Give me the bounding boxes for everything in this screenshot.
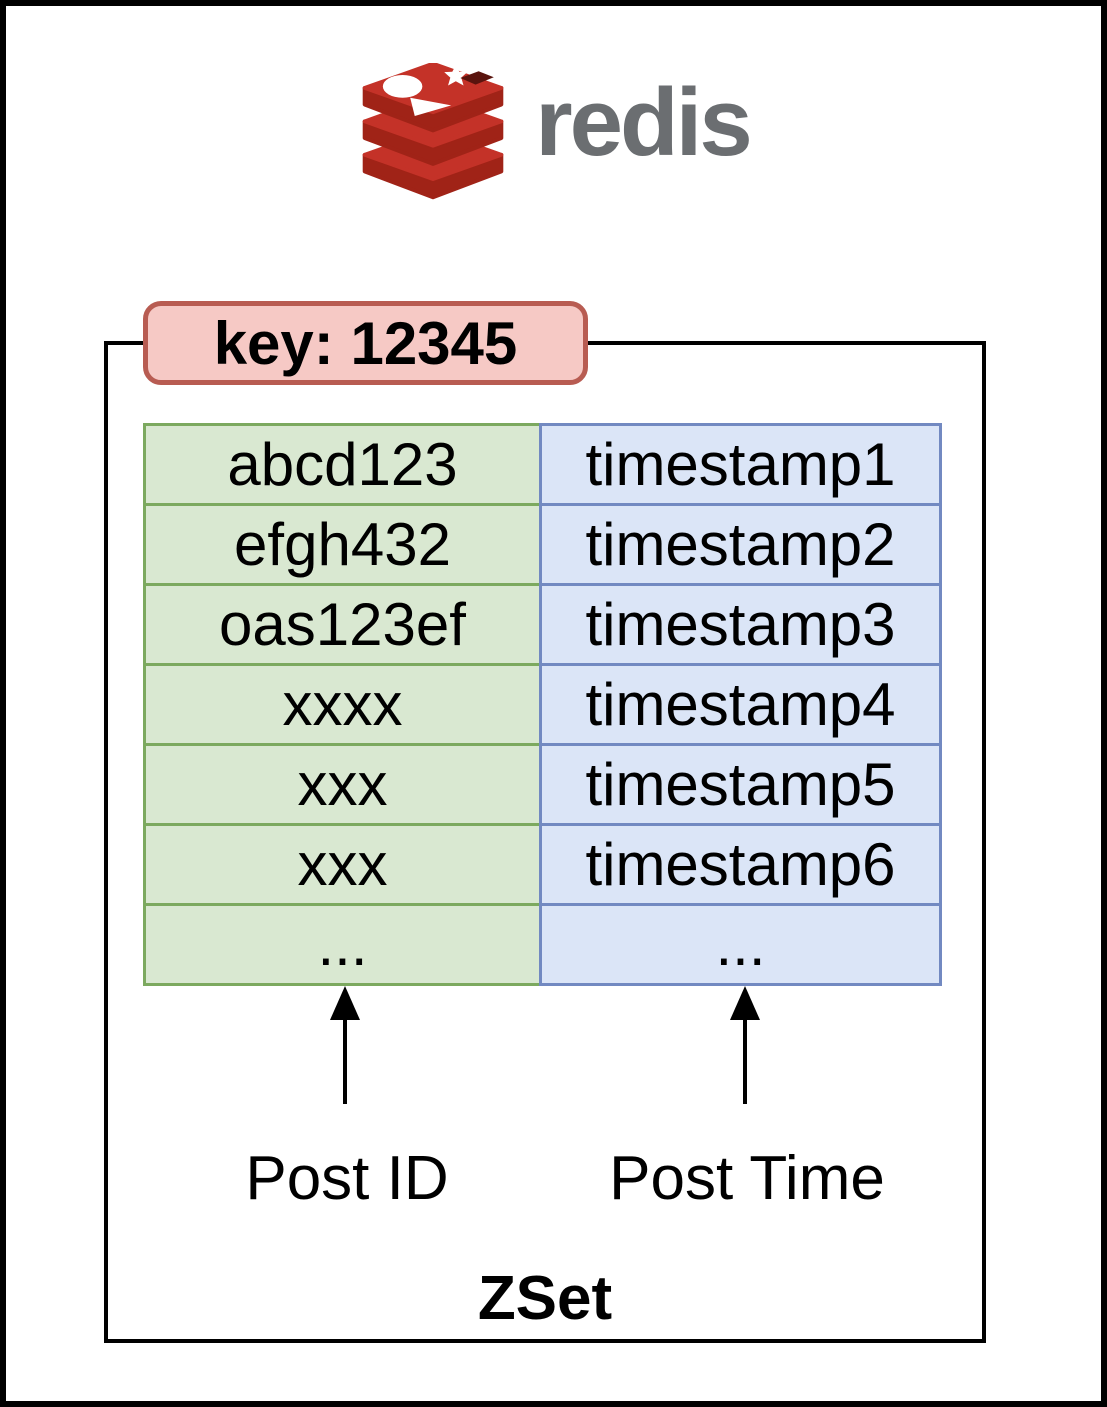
redis-cube-icon [362,63,504,200]
table-row: ... ... [143,903,942,986]
table-row: xxx timestamp6 [143,823,942,906]
member-cell: oas123ef [143,583,542,666]
ellipse-glyph [383,75,423,98]
table-row: xxx timestamp5 [143,743,942,826]
post-id-label: Post ID [245,1144,449,1213]
post-id-arrow-icon [329,986,361,1104]
score-cell: ... [539,903,942,986]
score-cell: timestamp1 [539,423,942,506]
table-row: abcd123 timestamp1 [143,423,942,506]
table-row: xxxx timestamp4 [143,663,942,746]
member-cell: efgh432 [143,503,542,586]
redis-logo: redis [0,52,1107,212]
post-time-arrow-icon [729,986,761,1104]
arrow-shaft [743,1020,747,1104]
key-badge: key: 12345 [143,301,588,385]
member-cell: xxx [143,743,542,826]
arrow-shaft [343,1020,347,1104]
star-glyph [444,65,468,86]
zset-table: abcd123 timestamp1 efgh432 timestamp2 oa… [143,423,942,986]
arrowhead-up-icon [730,986,760,1020]
member-cell: ... [143,903,542,986]
table-row: efgh432 timestamp2 [143,503,942,586]
score-cell: timestamp6 [539,823,942,906]
score-cell: timestamp4 [539,663,942,746]
post-time-label: Post Time [609,1144,885,1213]
cube-hole-glyph [460,71,495,85]
score-cell: timestamp2 [539,503,942,586]
score-cell: timestamp5 [539,743,942,826]
member-cell: xxxx [143,663,542,746]
score-cell: timestamp3 [539,583,942,666]
redis-wordmark: redis [535,69,752,176]
member-cell: abcd123 [143,423,542,506]
triangle-glyph [410,97,452,117]
member-cell: xxx [143,823,542,906]
arrowhead-up-icon [330,986,360,1020]
zset-caption: ZSet [477,1264,613,1333]
table-row: oas123ef timestamp3 [143,583,942,666]
